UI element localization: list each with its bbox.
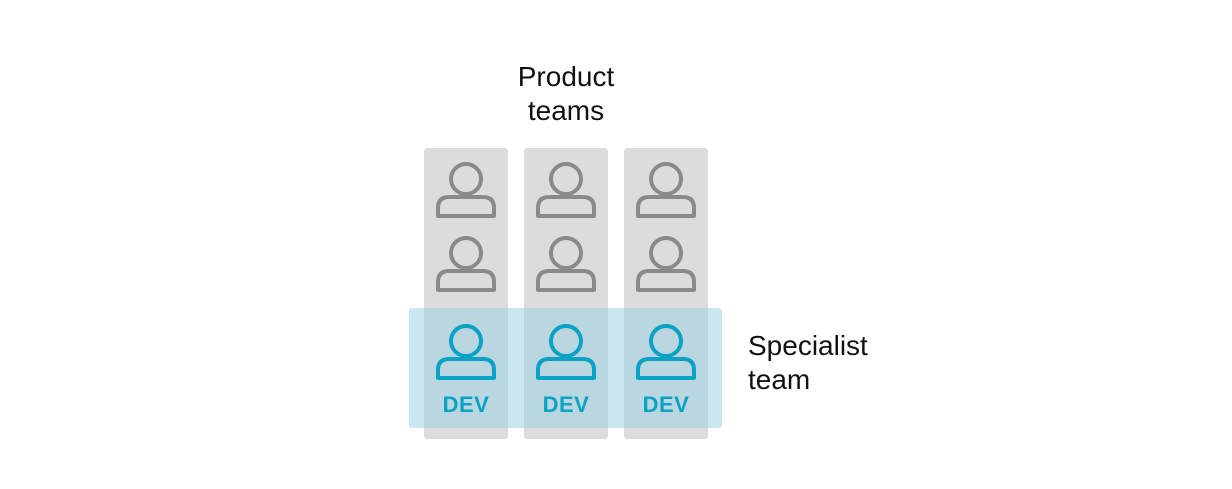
person-icon xyxy=(534,156,598,220)
product-teams-title-line2: teams xyxy=(527,95,605,126)
person-icon xyxy=(434,318,498,382)
person-icon xyxy=(634,230,698,294)
product-teams-title-line1: Product xyxy=(517,61,615,92)
person-icon xyxy=(534,230,598,294)
dev-label-2: DEV xyxy=(542,392,590,417)
product-teams-title: Product teams xyxy=(466,60,666,128)
person-icon xyxy=(634,156,698,220)
specialist-team-label-line1: Specialist xyxy=(748,330,868,361)
person-icon xyxy=(434,156,498,220)
dev-label-1: DEV xyxy=(442,392,490,417)
person-icon xyxy=(534,318,598,382)
person-icon xyxy=(434,230,498,294)
specialist-team-label: Specialist team xyxy=(748,329,868,397)
specialist-team-label-line2: team xyxy=(748,364,811,395)
person-icon xyxy=(634,318,698,382)
dev-label-3: DEV xyxy=(642,392,690,417)
